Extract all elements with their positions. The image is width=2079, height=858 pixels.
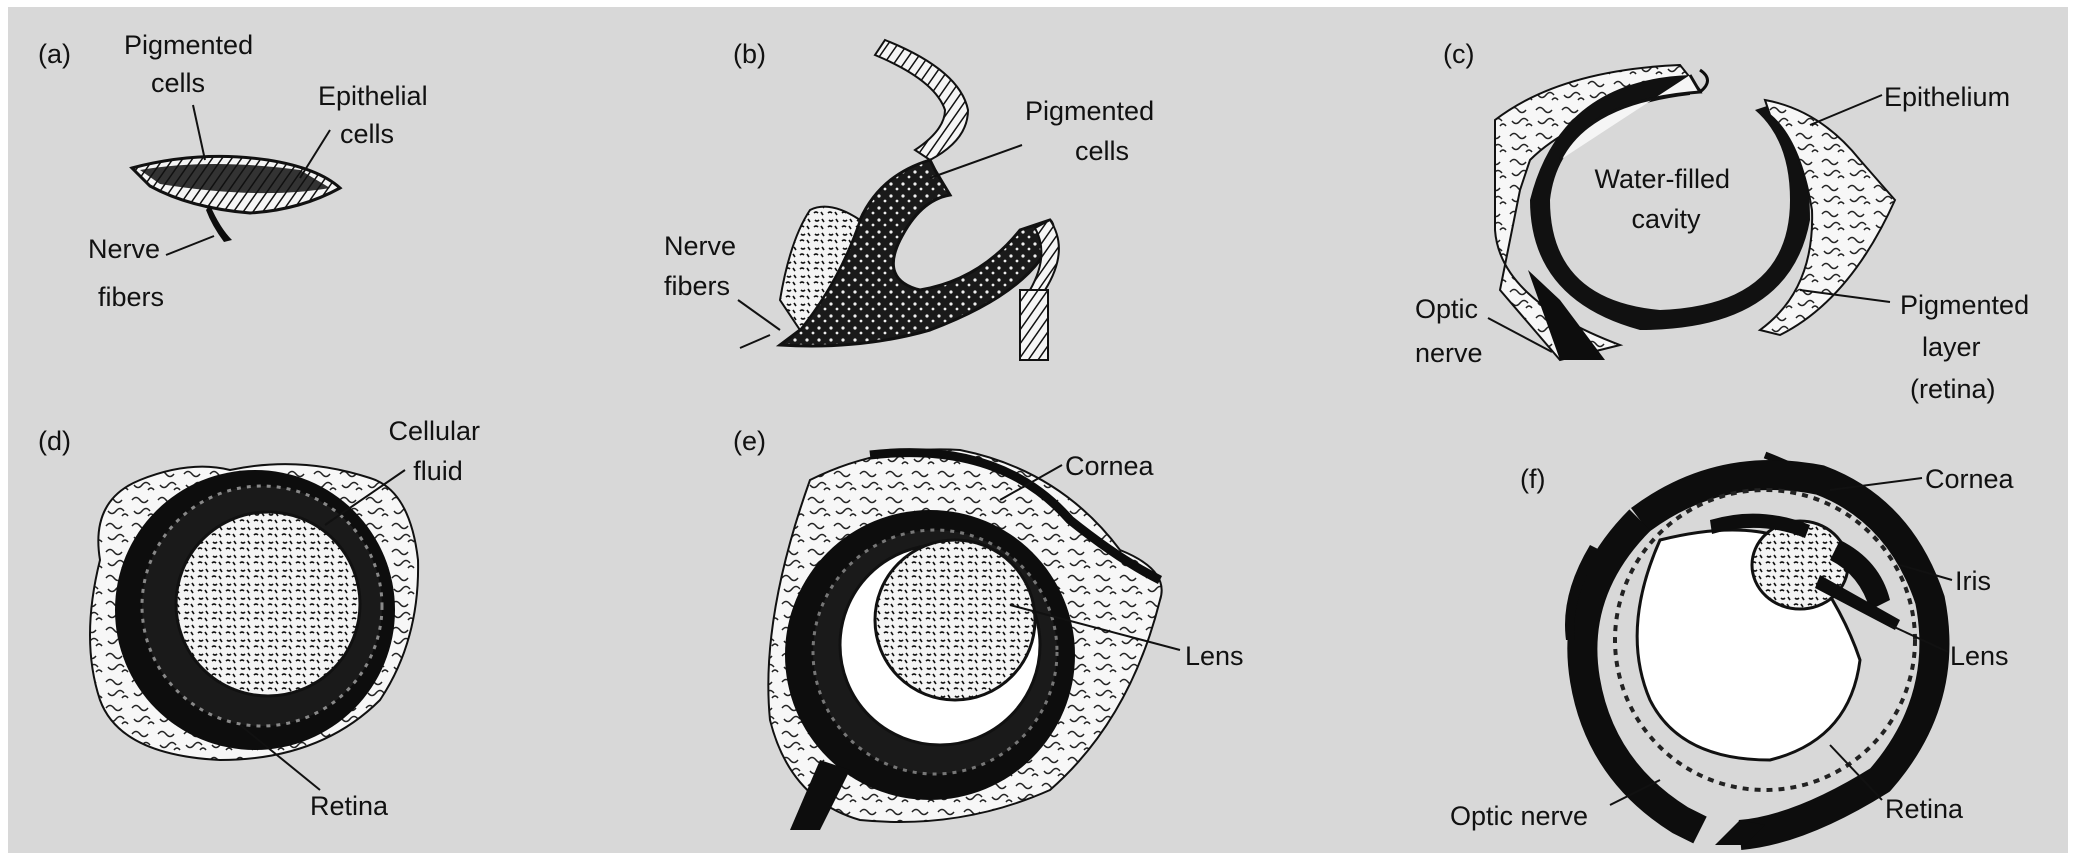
panel-c-label-cavity: Water-filled cavity (1594, 164, 1737, 234)
panel-d-label-retina: Retina (310, 791, 389, 821)
panel-c-label-optic-nerve: Optic nerve (1415, 294, 1486, 368)
panel-e-lensed-eye-illustration (768, 449, 1161, 830)
panel-a-leader-nerve (166, 236, 214, 255)
panel-f-label-optic-nerve: Optic nerve (1450, 801, 1588, 831)
panel-f-label-retina: Retina (1885, 794, 1964, 824)
panel-f-label-iris: Iris (1955, 566, 1991, 596)
panel-e-tag: (e) (733, 426, 766, 456)
panel-f-tag: (f) (1520, 464, 1545, 494)
panel-e: (e) Cornea Lens (733, 426, 1244, 830)
panel-a: (a) Pigmented cells Epithelial cells Ner… (38, 30, 435, 312)
panel-b-tag: (b) (733, 39, 766, 69)
panel-a-label-epithelial-cells: Epithelial cells (318, 81, 435, 149)
panel-c-label-epithelium: Epithelium (1884, 82, 2010, 112)
panel-c-leader-epithelium (1810, 95, 1882, 125)
panel-f-label-lens: Lens (1950, 641, 2009, 671)
panel-a-leader-pigmented (193, 105, 205, 160)
panel-a-label-nerve-fibers: Nerve fibers (88, 234, 168, 312)
panel-b-label-pigmented-cells: Pigmented cells (1025, 96, 1162, 166)
panel-b-label-nerve-fibers: Nerve fibers (664, 231, 744, 301)
panel-d: (d) Cellular fluid Retina (38, 416, 488, 821)
panel-a-label-pigmented-cells: Pigmented cells (124, 30, 261, 98)
panel-d-label-cellular-fluid: Cellular fluid (388, 416, 487, 486)
panel-a-tag: (a) (38, 39, 71, 69)
panel-f-complex-eye-illustration (1565, 455, 1934, 845)
panel-e-label-cornea: Cornea (1065, 451, 1155, 481)
panel-f-label-cornea: Cornea (1925, 464, 2015, 494)
panel-b-eyecup-illustration (740, 40, 1059, 360)
panel-a-eyespot-illustration (132, 156, 340, 242)
panel-c-label-pigmented-layer: Pigmented layer (retina) (1900, 290, 2037, 404)
panel-e-label-lens: Lens (1185, 641, 1244, 671)
panel-d-eye-illustration (90, 464, 418, 760)
panel-f: (f) Cornea Iris Lens Optic nerve (1450, 455, 2015, 845)
panel-b: (b) Pigmented cells Nerve fibers (664, 39, 1162, 360)
panel-b-leader-nerve (738, 300, 780, 330)
panel-d-tag: (d) (38, 426, 71, 456)
panel-c: (c) Epithelium Water-filled cavity Optic… (1415, 39, 2037, 404)
panel-a-leader-epithelial (300, 130, 330, 178)
panel-c-tag: (c) (1443, 39, 1474, 69)
